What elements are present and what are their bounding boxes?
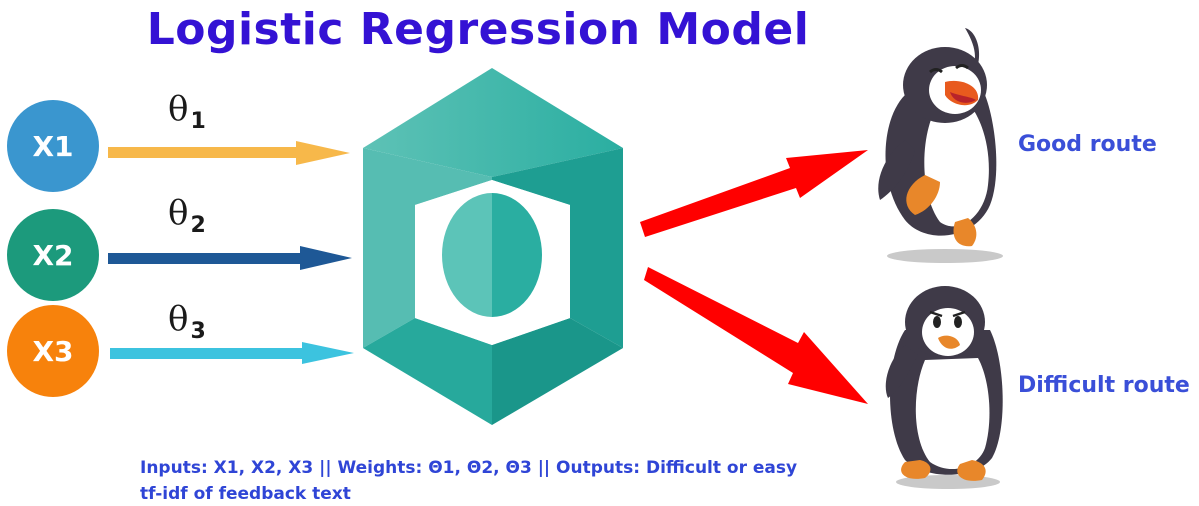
worried-penguin-illustration (885, 286, 1003, 489)
weight-subscript: 2 (190, 213, 206, 238)
diagram-title: Logistic Regression Model (146, 4, 810, 55)
hex-bottom-left-face (363, 318, 492, 425)
output-arrow-difficult (644, 267, 868, 404)
input-arrow-2 (108, 246, 352, 270)
happy-penguin-illustration (878, 28, 1003, 263)
weight-symbol: θ (168, 299, 189, 339)
input-node-label: X2 (32, 238, 74, 272)
output-label-difficult-route: Difficult route (1018, 373, 1190, 398)
caption-line-1: Inputs: X1, X2, X3 || Weights: Θ1, Θ2, Θ… (140, 458, 798, 478)
weight-symbol: θ (168, 89, 189, 129)
hex-left-face (363, 148, 492, 348)
input-node-x3: X3 (7, 305, 99, 397)
hex-bottom-right-face (492, 318, 623, 425)
weight-label-3: θ3 (168, 299, 206, 343)
weight-subscript: 3 (190, 319, 206, 344)
hex-top-face (363, 68, 623, 177)
input-arrow-1 (108, 141, 350, 165)
input-arrow-3 (110, 342, 354, 364)
caption-line-2: tf-idf of feedback text (140, 484, 351, 504)
hex-core-right (492, 193, 542, 317)
weight-symbol: θ (168, 193, 189, 233)
input-node-x2: X2 (7, 209, 99, 301)
output-arrow-good (640, 150, 868, 237)
input-node-label: X3 (32, 334, 74, 368)
input-node-x1: X1 (7, 100, 99, 192)
hex-core-left (442, 193, 492, 317)
logistic-unit-hexagon (363, 68, 623, 425)
weight-label-2: θ2 (168, 193, 206, 237)
input-node-label: X1 (32, 129, 74, 163)
weight-subscript: 1 (190, 109, 206, 134)
hex-right-face (492, 148, 623, 348)
weight-label-1: θ1 (168, 89, 206, 133)
output-label-good-route: Good route (1018, 132, 1157, 157)
